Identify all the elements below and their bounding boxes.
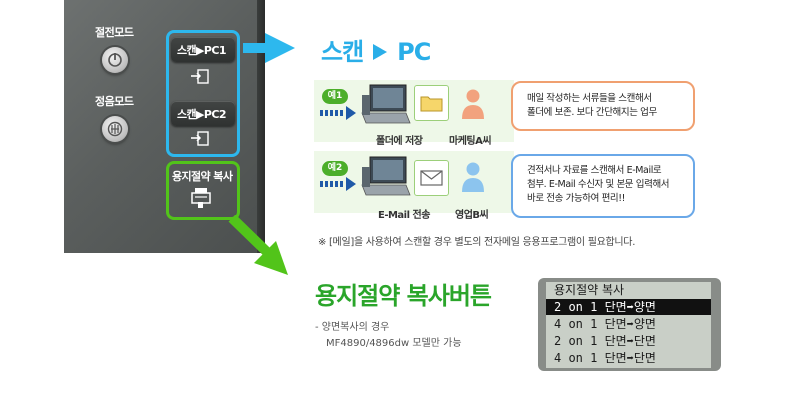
lcd-option-3[interactable]: 2 on 1 단면➡단면 [554, 334, 656, 348]
quiet-mode-icon [107, 121, 123, 137]
energy-mode-button[interactable] [102, 47, 128, 73]
lcd-screen: 용지절약 복사 2 on 1 단면➡양면 4 on 1 단면➡양면 2 on 1… [546, 282, 711, 368]
example2-tag: 예2 [322, 161, 348, 176]
example1-speech-bubble: 매일 작성하는 서류들을 스캔해서 폴더에 보존. 보다 간단해지는 업무 [511, 81, 695, 131]
eco-copy-icon[interactable] [189, 187, 215, 209]
eco-copy-desc-line1: - 양면복사의 경우 [315, 322, 390, 333]
scan-title-left: 스캔 [321, 38, 364, 66]
scan-to-pc1-icon[interactable] [189, 68, 213, 86]
example2-dashed-arrow-icon [320, 177, 356, 191]
energy-mode-label: 절전모드 [95, 26, 134, 39]
example2-email-caption: E-Mail 전송 [378, 210, 430, 221]
person-blue-icon [462, 162, 484, 192]
email-card [414, 160, 449, 196]
example2-person-caption: 영업B씨 [455, 210, 489, 221]
scan-title-right: PC [397, 38, 431, 66]
eco-copy-key-highlight [166, 161, 240, 220]
example1-person-caption: 마케팅A씨 [449, 136, 492, 147]
lcd-title: 용지절약 복사 [554, 283, 625, 297]
example2-bubble-line1: 견적서나 자료를 스캔해서 E-Mail로 [527, 165, 662, 176]
power-icon [108, 53, 122, 67]
scan-to-pc2-key[interactable]: 스캔▶PC2 [171, 101, 235, 126]
scan-to-pc1-label: 스캔▶PC1 [177, 44, 226, 57]
play-triangle-icon [373, 44, 388, 60]
eco-copy-desc-line2: MF4890/4896dw 모델만 가능 [326, 338, 462, 349]
scan-to-pc1-key[interactable]: 스캔▶PC1 [171, 37, 235, 62]
quiet-mode-button[interactable] [102, 116, 128, 142]
panel-edge [257, 0, 265, 253]
envelope-icon [420, 170, 443, 186]
example1-folder-caption: 폴더에 저장 [376, 136, 423, 147]
copy-arrow-icon [228, 215, 288, 275]
example2-speech-bubble: 견적서나 자료를 스캔해서 E-Mail로 첨부. E-Mail 수신자 및 본… [511, 154, 695, 218]
computer-icon [361, 156, 411, 196]
lcd-option-1[interactable]: 2 on 1 단면➡양면 [546, 299, 711, 315]
scan-to-pc2-icon[interactable] [189, 130, 213, 148]
eco-copy-label: 용지절약 복사 [172, 170, 233, 183]
eco-copy-title: 용지절약 복사버튼 [315, 282, 492, 310]
example1-dashed-arrow-icon [320, 106, 356, 120]
folder-icon [420, 96, 443, 112]
example1-bubble-line2: 폴더에 보존. 보다 간단해지는 업무 [527, 107, 657, 118]
computer-icon [361, 84, 411, 124]
scan-to-pc-title: 스캔 PC [321, 32, 431, 67]
example2-bubble-line3: 바로 전송 가능하여 편리!! [527, 193, 626, 204]
quiet-mode-label: 정음모드 [95, 95, 134, 108]
lcd-display: 용지절약 복사 2 on 1 단면➡양면 4 on 1 단면➡양면 2 on 1… [538, 278, 721, 371]
example1-tag: 예1 [322, 89, 348, 104]
email-note: ※ [메일]을 사용하여 스캔할 경우 별도의 전자메일 응용프로그램이 필요합… [318, 237, 636, 248]
scan-arrow-icon [243, 33, 295, 63]
scan-to-pc2-label: 스캔▶PC2 [177, 108, 226, 121]
scan-keys-highlight [166, 30, 240, 157]
lcd-option-2[interactable]: 4 on 1 단면➡양면 [554, 317, 656, 331]
example1-bubble-line1: 매일 작성하는 서류들을 스캔해서 [527, 93, 652, 104]
lcd-option-4[interactable]: 4 on 1 단면➡단면 [554, 351, 656, 365]
folder-card [414, 85, 449, 121]
example2-bubble-line2: 첨부. E-Mail 수신자 및 본문 입력해서 [527, 179, 670, 190]
person-orange-icon [462, 89, 484, 119]
